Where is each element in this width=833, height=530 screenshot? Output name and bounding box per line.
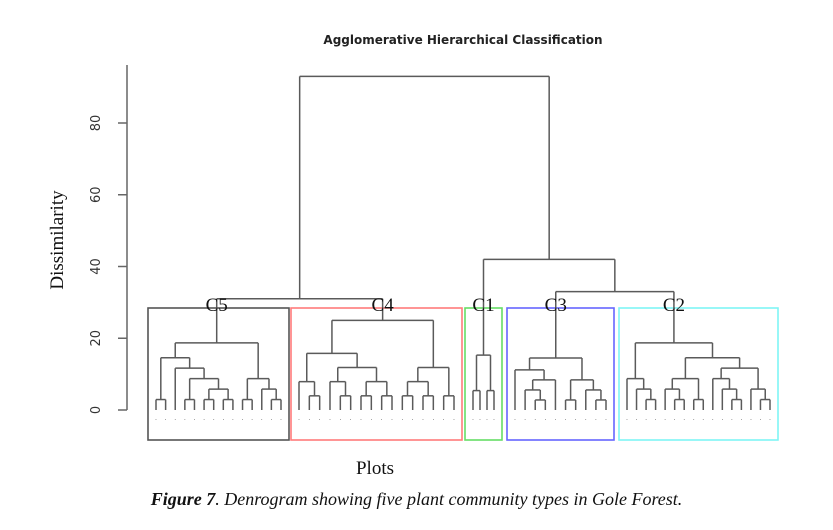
leaf-label: · [270, 416, 272, 424]
cluster-box-c4 [290, 307, 463, 441]
cluster-box-c3 [506, 307, 615, 441]
leaf-label: · [750, 416, 752, 424]
y-tick-label: 40 [89, 258, 104, 275]
leaf-label: · [674, 416, 676, 424]
leaf-label: · [712, 416, 714, 424]
leaf-label: · [493, 416, 495, 424]
leaf-label: · [683, 416, 685, 424]
leaf-label: · [759, 416, 761, 424]
leaf-label: · [308, 416, 310, 424]
leaf-label: · [232, 416, 234, 424]
dendrogram-chart: Agglomerative Hierarchical Classificatio… [47, 33, 779, 479]
leaf-label: · [381, 416, 383, 424]
leaf-label: · [702, 416, 704, 424]
leaf-label: · [443, 416, 445, 424]
leaf-label: · [605, 416, 607, 424]
leaf-label: · [391, 416, 393, 424]
y-axis: 0 20 40 60 80 [89, 65, 128, 414]
cluster-label-c5: C5 [206, 295, 228, 316]
leaf-label: · [731, 416, 733, 424]
leaf-label: · [164, 416, 166, 424]
leaf-label: · [329, 416, 331, 424]
leaf-label: · [370, 416, 372, 424]
leaf-label: · [432, 416, 434, 424]
leaf-label: · [360, 416, 362, 424]
x-axis-label: Plots [356, 458, 394, 479]
leaf-label: · [174, 416, 176, 424]
leaf-label: · [514, 416, 516, 424]
leaf-label: · [241, 416, 243, 424]
leaf-label: · [184, 416, 186, 424]
leaf-label: · [155, 416, 157, 424]
leaf-label: · [203, 416, 205, 424]
leaf-label: · [319, 416, 321, 424]
leaf-label: · [693, 416, 695, 424]
leaf-label: · [654, 416, 656, 424]
leaf-label: · [261, 416, 263, 424]
leaf-label: · [664, 416, 666, 424]
leaf-label: · [575, 416, 577, 424]
leaf-label: · [222, 416, 224, 424]
leaf-label: · [534, 416, 536, 424]
leaf-label: · [524, 416, 526, 424]
leaf-label: · [564, 416, 566, 424]
chart-title: Agglomerative Hierarchical Classificatio… [323, 33, 602, 47]
leaf-label: · [595, 416, 597, 424]
leaf-label: · [635, 416, 637, 424]
leaf-label: · [298, 416, 300, 424]
leaf-label: · [740, 416, 742, 424]
cluster-label-c2: C2 [663, 295, 685, 316]
caption-text: . Denrogram showing five plant community… [215, 489, 683, 509]
leaf-label: · [645, 416, 647, 424]
leaf-label: · [626, 416, 628, 424]
leaf-label: · [721, 416, 723, 424]
cluster-label-c3: C3 [545, 295, 567, 316]
leaf-label: · [544, 416, 546, 424]
leaf-label: · [193, 416, 195, 424]
leaf-label: · [401, 416, 403, 424]
leaf-label: · [453, 416, 455, 424]
leaf-label: · [280, 416, 282, 424]
leaf-label: · [479, 416, 481, 424]
leaf-label: · [486, 416, 488, 424]
leaf-label: · [585, 416, 587, 424]
cluster-box-c5 [147, 307, 290, 441]
y-tick-label: 60 [89, 186, 104, 203]
leaf-label: · [213, 416, 215, 424]
y-tick-label: 0 [89, 406, 104, 414]
leaf-label: · [412, 416, 414, 424]
figure-caption: Figure 7. Denrogram showing five plant c… [0, 489, 833, 510]
leaf-label: · [422, 416, 424, 424]
y-tick-label: 20 [89, 330, 104, 347]
leaf-label: · [251, 416, 253, 424]
y-tick-label: 80 [89, 115, 104, 132]
leaf-label: · [554, 416, 556, 424]
cluster-label-c4: C4 [372, 295, 395, 316]
dendrogram-tree: · · · · · · · · · · · · · · · · · · · · · · · · · · · · · · · · · · · · · · · ·… [155, 75, 771, 424]
cluster-boxes [147, 307, 779, 441]
leaf-label: · [350, 416, 352, 424]
leaf-label: · [472, 416, 474, 424]
cluster-labels: C5 C4 C1 C3 C2 [206, 295, 685, 316]
cluster-box-c2 [618, 307, 779, 441]
y-axis-label: Dissimilarity [47, 190, 68, 290]
leaf-label: · [339, 416, 341, 424]
caption-prefix: Figure 7 [150, 489, 216, 509]
leaf-label: · [769, 416, 771, 424]
cluster-label-c1: C1 [472, 295, 494, 316]
